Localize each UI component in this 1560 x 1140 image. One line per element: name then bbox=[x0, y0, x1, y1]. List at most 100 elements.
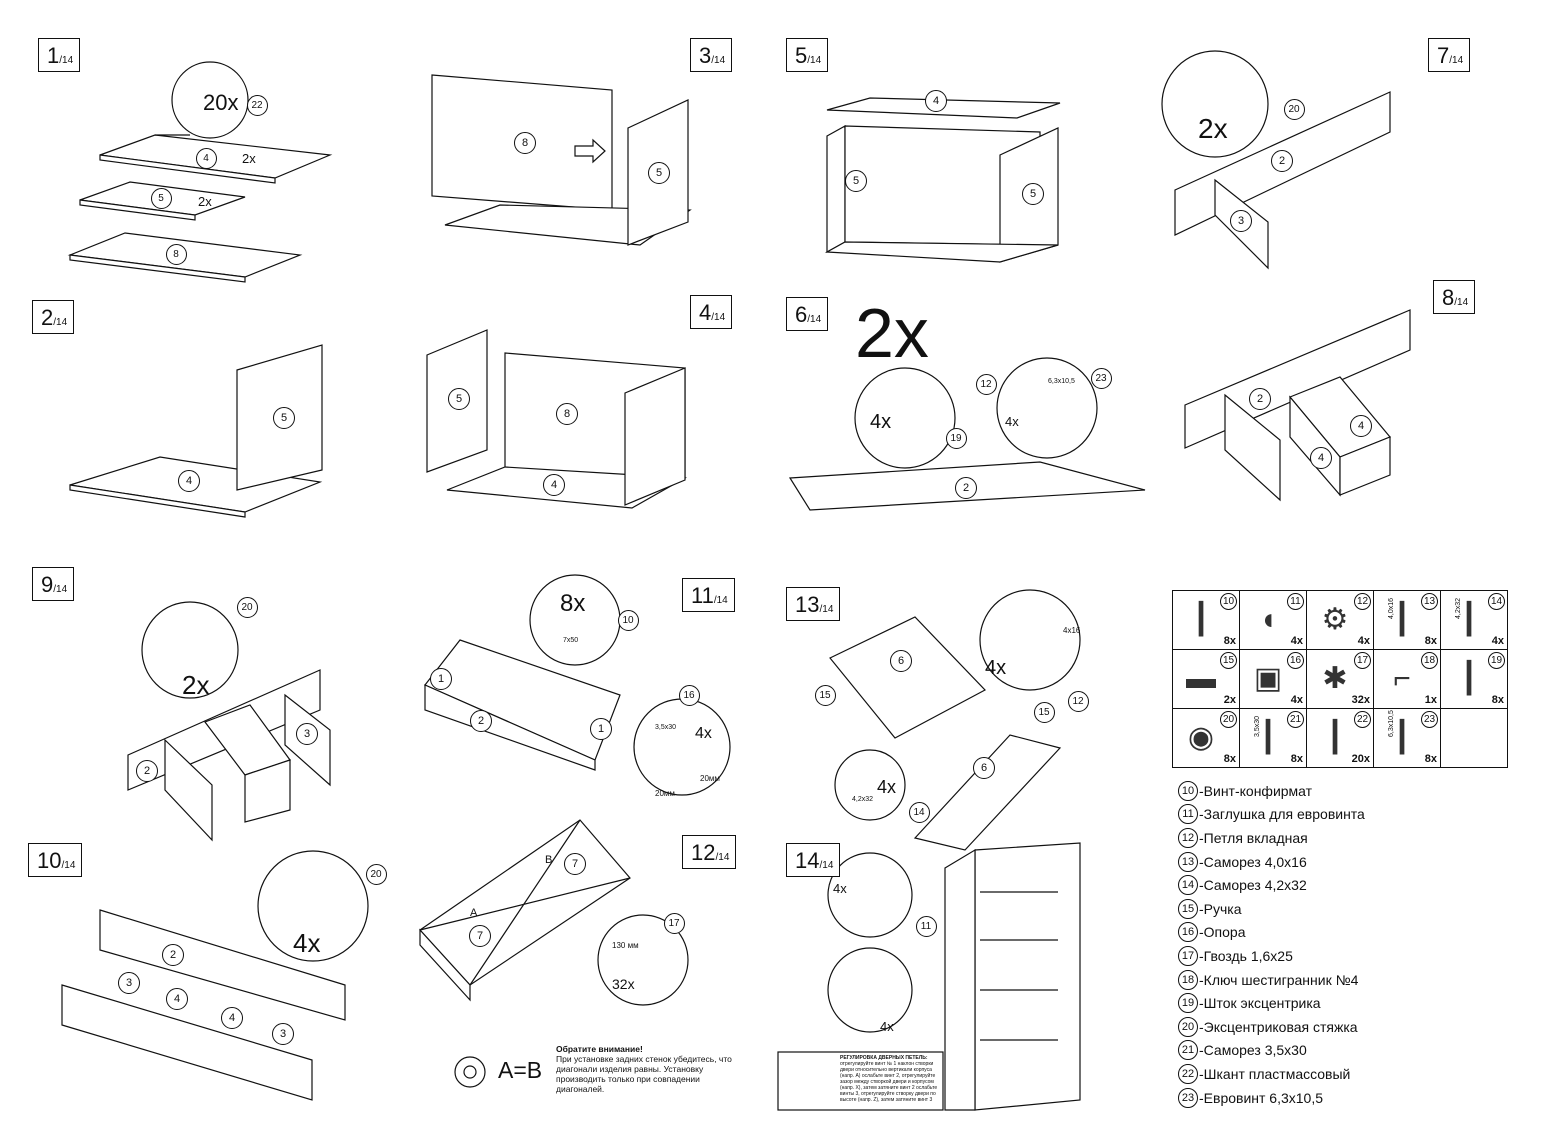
parts-list-item: 20-Эксцентриковая стяжка bbox=[1178, 1015, 1365, 1039]
step12-drawing bbox=[419, 819, 689, 1006]
drawing-annotation: 2x bbox=[198, 194, 212, 209]
step-7-num: 7 bbox=[1437, 43, 1450, 68]
step1-drawing bbox=[67, 61, 333, 283]
hw-qty: 4x bbox=[1491, 635, 1504, 647]
screw-icon: ┃ bbox=[1392, 603, 1412, 636]
hw-num: 18 bbox=[1421, 652, 1438, 669]
part-callout: 4 bbox=[1350, 415, 1372, 437]
step2-drawing bbox=[69, 344, 323, 518]
part-callout: 5 bbox=[273, 407, 295, 429]
step-5-label: 5/14 bbox=[786, 38, 829, 72]
hw-num: 12 bbox=[1354, 593, 1371, 610]
part-name: -Гвоздь 1,6x25 bbox=[1199, 947, 1293, 964]
step-6-num: 6 bbox=[795, 302, 808, 327]
part-name: -Петля вкладная bbox=[1199, 829, 1308, 846]
hinge-adjust-body: отрегулируйте винт № 1 наклон створки дв… bbox=[840, 1061, 938, 1103]
step3-drawing bbox=[431, 74, 692, 246]
hinge-icon: ⚙ bbox=[1321, 603, 1349, 636]
note-heading: Обратите внимание! bbox=[556, 1044, 643, 1054]
part-callout: 11 bbox=[915, 915, 937, 937]
part-num: 10 bbox=[1178, 780, 1198, 801]
step6-count: 2x bbox=[855, 294, 929, 372]
hw-dim: 3,5x30 bbox=[1254, 715, 1261, 737]
part-callout: 8 bbox=[556, 403, 578, 425]
step-6-total: /14 bbox=[807, 314, 822, 325]
part-num: 13 bbox=[1178, 851, 1198, 872]
part-callout: 14 bbox=[908, 801, 930, 823]
step11-drawing bbox=[424, 574, 731, 796]
drawing-annotation: 4x bbox=[833, 881, 847, 896]
part-callout: 16 bbox=[678, 684, 700, 706]
drawing-annotation: 4x bbox=[880, 1019, 894, 1034]
hw-qty: 8x bbox=[1290, 753, 1303, 765]
step-10-total: /14 bbox=[61, 860, 76, 871]
parts-list-item: 11-Заглушка для евровинта bbox=[1178, 803, 1365, 827]
tape-measure-icon bbox=[454, 1056, 486, 1088]
part-callout: 2 bbox=[136, 760, 158, 782]
hw-qty: 32x bbox=[1351, 694, 1370, 706]
hw-num: 10 bbox=[1220, 593, 1237, 610]
step-2-num: 2 bbox=[41, 305, 54, 330]
step-8-num: 8 bbox=[1442, 285, 1455, 310]
drawing-annotation: 20мм bbox=[655, 789, 675, 798]
drawing-annotation: 2x bbox=[182, 670, 210, 700]
part-num: 21 bbox=[1178, 1040, 1198, 1061]
drawing-annotation: 20x bbox=[203, 90, 239, 115]
drawing-annotation: 4x bbox=[985, 657, 1007, 679]
part-callout: 7 bbox=[469, 925, 491, 947]
step8-drawing bbox=[1184, 309, 1411, 502]
step-13-total: /14 bbox=[819, 604, 834, 615]
part-num: 14 bbox=[1178, 875, 1198, 896]
part-callout: 4 bbox=[221, 1007, 243, 1029]
hex-key-icon: ⌐ bbox=[1393, 662, 1411, 695]
foot-icon: ▣ bbox=[1253, 662, 1283, 695]
drawing-annotation: 4x bbox=[1005, 414, 1019, 429]
diagonal-note: Обратите внимание! При установке задних … bbox=[556, 1044, 736, 1094]
step-3-total: /14 bbox=[711, 55, 726, 66]
hw-qty: 8x bbox=[1424, 753, 1437, 765]
part-callout: 19 bbox=[945, 427, 967, 449]
step-6-label: 6/14 bbox=[786, 297, 829, 331]
part-callout: 5 bbox=[150, 187, 172, 209]
hw-num: 16 bbox=[1287, 652, 1304, 669]
drawing-annotation: 130 мм bbox=[612, 941, 639, 950]
hw-dim: 6,3x10,5 bbox=[1388, 710, 1395, 737]
step-11-label: 11/14 bbox=[682, 578, 735, 612]
part-callout: 4 bbox=[1310, 447, 1332, 469]
part-num: 17 bbox=[1178, 945, 1198, 966]
drawing-annotation: 2x bbox=[242, 151, 256, 166]
step-10-num: 10 bbox=[37, 848, 62, 873]
part-callout: 1 bbox=[430, 668, 452, 690]
step-4-label: 4/14 bbox=[690, 295, 733, 329]
part-callout: 4 bbox=[543, 474, 565, 496]
drawing-annotation: 4x16 bbox=[1063, 626, 1081, 635]
parts-list-item: 22-Шкант пластмассовый bbox=[1178, 1062, 1365, 1086]
part-callout: 1 bbox=[590, 718, 612, 740]
hw-qty: 8x bbox=[1223, 753, 1236, 765]
part-callout: 2 bbox=[955, 477, 977, 499]
step-9-label: 9/14 bbox=[32, 567, 75, 601]
drawing-annotation: 4x bbox=[877, 777, 897, 797]
part-callout: 10 bbox=[617, 609, 639, 631]
parts-list: 10-Винт-конфирмат 11-Заглушка для еврови… bbox=[1178, 779, 1365, 1109]
step14-drawing bbox=[777, 842, 1081, 1111]
dowel-icon: ┃ bbox=[1325, 721, 1345, 754]
step-14-num: 14 bbox=[795, 848, 820, 873]
step-1-label: 1/14 bbox=[38, 38, 81, 72]
drawing-annotation: A bbox=[470, 907, 478, 919]
parts-list-item: 23-Евровинт 6,3x10,5 bbox=[1178, 1086, 1365, 1110]
step-3-label: 3/14 bbox=[690, 38, 733, 72]
hw-num: 11 bbox=[1287, 593, 1304, 610]
step-1-total: /14 bbox=[59, 55, 74, 66]
part-name: -Ключ шестигранник №4 bbox=[1199, 971, 1359, 988]
step-12-num: 12 bbox=[691, 840, 716, 865]
part-name: -Шкант пластмассовый bbox=[1199, 1065, 1351, 1082]
parts-list-item: 15-Ручка bbox=[1178, 897, 1365, 921]
